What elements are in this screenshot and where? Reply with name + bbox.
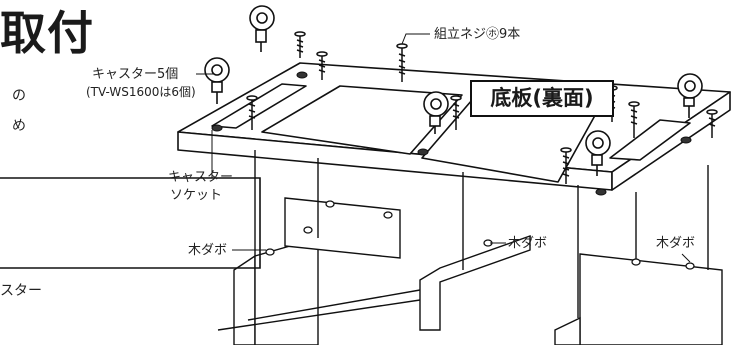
casters-label: キャスター5個 <box>92 67 179 82</box>
dowel-icon <box>631 258 641 266</box>
note-box <box>0 177 261 269</box>
screw-icon <box>628 101 640 138</box>
socket-icon <box>680 136 692 144</box>
fragment-text: の <box>12 88 26 104</box>
dowel-label-center: 木ダボ <box>508 236 548 251</box>
dowel-label-right: 木ダボ <box>656 236 696 251</box>
fragment-text: め <box>12 118 26 134</box>
caster-icon <box>677 73 703 118</box>
screw-icon <box>246 95 258 130</box>
shelf-edge <box>247 289 421 321</box>
left-side-panel <box>233 254 256 345</box>
fragment-text: スター <box>0 283 42 299</box>
dowel-icon <box>383 211 393 219</box>
left-side-panel-face <box>254 237 319 345</box>
socket-label-line1: キャスター <box>168 170 234 185</box>
leader-line <box>401 33 430 45</box>
back-panel <box>284 197 401 259</box>
screw-icon <box>706 109 718 138</box>
center-partition <box>419 235 531 331</box>
bottom-board-label: 底板(裏面) <box>470 80 614 117</box>
socket-icon <box>595 188 607 196</box>
casters-note: (TV-WS1600は6個) <box>86 85 196 99</box>
dowel-icon <box>265 248 275 256</box>
dowel-icon <box>303 226 313 234</box>
dowel-icon <box>325 200 335 208</box>
board-slot-left <box>211 83 307 129</box>
bottom-board-side <box>611 91 731 191</box>
dowel-label-left: 木ダボ <box>188 243 228 258</box>
right-side-edge <box>554 316 581 345</box>
board-slot-right <box>609 119 691 161</box>
caster-icon <box>204 57 230 104</box>
screw-icon <box>560 147 572 184</box>
socket-icon <box>296 71 308 79</box>
screw-icon <box>450 95 462 130</box>
board-recess-left <box>261 85 463 155</box>
leader-line <box>681 253 691 263</box>
socket-icon <box>417 148 429 156</box>
right-side-panel <box>579 253 723 345</box>
socket-label-line2: ソケット <box>170 188 223 203</box>
shelf-line <box>217 299 421 331</box>
caster-icon <box>423 91 449 134</box>
page-heading: 取付 <box>0 6 94 60</box>
screw-icon <box>294 31 306 58</box>
screws-label: 組立ネジ㋭9本 <box>434 27 521 42</box>
caster-icon <box>249 5 275 52</box>
dowel-icon <box>685 262 695 270</box>
caster-icon <box>585 130 611 176</box>
socket-icon <box>211 124 223 132</box>
screw-icon <box>316 51 328 80</box>
